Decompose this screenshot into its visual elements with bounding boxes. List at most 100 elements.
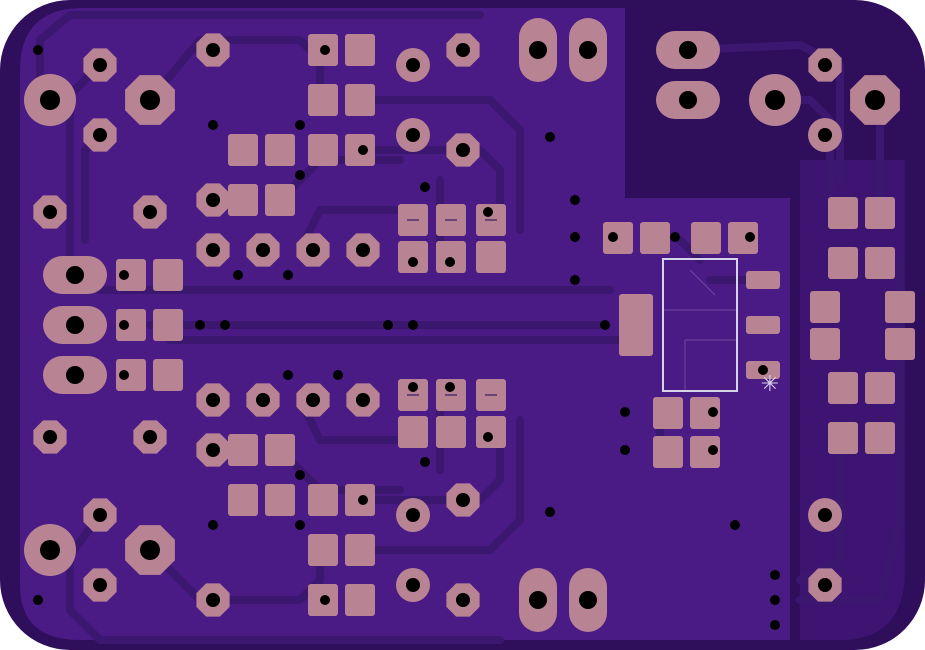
- smd-pad: [728, 222, 758, 254]
- smd-pad: [690, 397, 720, 429]
- drill-hole: [220, 320, 230, 330]
- smd-pad: [865, 372, 895, 404]
- silkscreen-marks: ✳: [407, 219, 779, 397]
- drill-hole: [40, 90, 60, 110]
- smd-pad: [810, 328, 840, 360]
- smd-pad: [885, 328, 915, 360]
- drill-hole: [119, 320, 129, 330]
- drill-hole: [730, 520, 740, 530]
- drill-hole: [283, 370, 293, 380]
- smd-pad: [690, 436, 720, 468]
- drill-hole: [408, 382, 418, 392]
- drill-hole: [406, 578, 420, 592]
- smd-pad: [308, 534, 338, 566]
- trace: [356, 96, 524, 234]
- drill-hole: [570, 232, 580, 242]
- drill-hole: [195, 320, 205, 330]
- drill-hole: [445, 257, 455, 267]
- drill-hole: [620, 407, 630, 417]
- drill-hole: [93, 578, 107, 592]
- drill-hole: [865, 90, 885, 110]
- smd-pad: [828, 372, 858, 404]
- drill-hole: [66, 266, 84, 284]
- pin1-marker-icon: ✳: [761, 372, 779, 397]
- smd-pad: [116, 309, 146, 341]
- smd-pad: [153, 309, 183, 341]
- drill-hole: [93, 58, 107, 72]
- drill-hole: [529, 41, 547, 59]
- drill-hole: [770, 570, 780, 580]
- drill-hole: [93, 508, 107, 522]
- smd-pad: [345, 534, 375, 566]
- drill-hole: [66, 316, 84, 334]
- smd-pad: [265, 434, 295, 466]
- drill-hole: [320, 45, 330, 55]
- drill-hole: [708, 407, 718, 417]
- trace: [796, 256, 904, 604]
- drill-hole: [320, 595, 330, 605]
- smd-pad: [153, 259, 183, 291]
- smd-pad: [116, 259, 146, 291]
- drill-holes: [33, 41, 885, 630]
- smd-pad: [228, 434, 258, 466]
- smd-pad: [865, 197, 895, 229]
- drill-hole: [119, 370, 129, 380]
- drill-hole: [33, 45, 43, 55]
- drill-hole: [256, 393, 270, 407]
- drill-hole: [745, 232, 755, 242]
- ic-outline: [662, 258, 738, 392]
- drill-hole: [406, 128, 420, 142]
- drill-hole: [679, 41, 697, 59]
- drill-hole: [295, 170, 305, 180]
- drill-hole: [456, 143, 470, 157]
- drill-hole: [383, 320, 393, 330]
- drill-hole: [206, 43, 220, 57]
- smd-pad: [153, 359, 183, 391]
- drill-hole: [708, 445, 718, 455]
- smd-pad: [265, 484, 295, 516]
- drill-hole: [143, 205, 157, 219]
- drill-hole: [408, 320, 418, 330]
- drill-hole: [358, 495, 368, 505]
- trace: [36, 11, 484, 104]
- ic-internal-line: [684, 339, 737, 391]
- smd-pad: [308, 484, 338, 516]
- smd-pad: [228, 184, 258, 216]
- drill-hole: [206, 193, 220, 207]
- drill-hole: [456, 493, 470, 507]
- drill-hole: [420, 182, 430, 192]
- smd-pad: [345, 34, 375, 66]
- drill-hole: [208, 520, 218, 530]
- drill-hole: [33, 595, 43, 605]
- drill-hole: [208, 120, 218, 130]
- drill-hole: [765, 90, 785, 110]
- smd-pad: [828, 422, 858, 454]
- drill-hole: [406, 508, 420, 522]
- smd-pad: [865, 422, 895, 454]
- drill-hole: [356, 393, 370, 407]
- drill-hole: [456, 593, 470, 607]
- smd-pad: [640, 222, 670, 254]
- smd-pad: [308, 84, 338, 116]
- trace: [146, 546, 324, 604]
- drill-hole: [770, 595, 780, 605]
- drill-hole: [119, 270, 129, 280]
- drill-hole: [358, 145, 368, 155]
- smd-tab-pad: [619, 294, 653, 356]
- drill-hole: [333, 370, 343, 380]
- smd-pad: [476, 241, 506, 273]
- drill-hole: [306, 243, 320, 257]
- drill-hole: [43, 205, 57, 219]
- drill-hole: [456, 43, 470, 57]
- smd-pad: [865, 247, 895, 279]
- drill-hole: [406, 58, 420, 72]
- drill-hole: [818, 128, 832, 142]
- drill-hole: [483, 432, 493, 442]
- drill-hole: [66, 366, 84, 384]
- drill-hole: [570, 275, 580, 285]
- drill-hole: [818, 508, 832, 522]
- smd-pad: [603, 222, 633, 254]
- smd-pad: [476, 416, 506, 448]
- ic-pin-pad: [746, 271, 780, 289]
